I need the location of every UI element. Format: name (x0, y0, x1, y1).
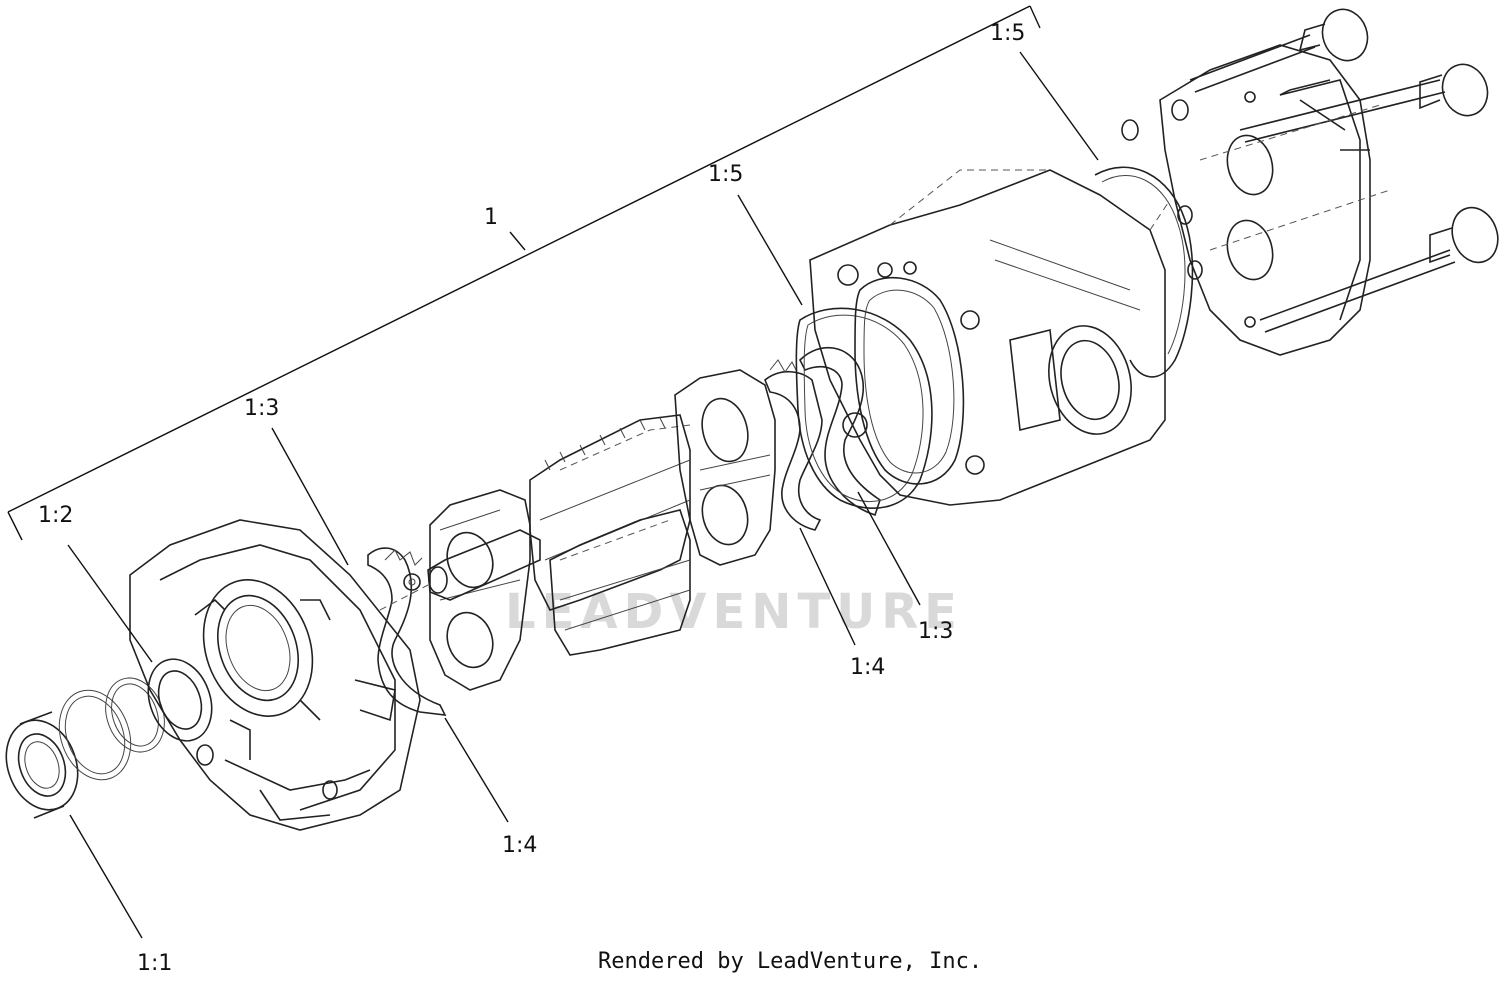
callout-1-3-left: 1:3 (244, 396, 279, 421)
bolt-group (1121, 8, 1499, 333)
pump-body-part (809, 169, 1171, 506)
callout-1-4-left: 1:4 (502, 833, 537, 858)
retaining-ring-part (58, 677, 165, 781)
render-credit: Rendered by LeadVenture, Inc. (598, 949, 982, 974)
drive-gear-part (529, 414, 691, 611)
wear-plate-seal-right (764, 359, 823, 531)
callout-1-4-right: 1:4 (850, 655, 885, 680)
shaft-seal-part (5, 711, 79, 819)
callout-1-3-right: 1:3 (918, 619, 953, 644)
callout-1-5-middle: 1:5 (708, 162, 743, 187)
watermark-text: LEADVENTURE (505, 584, 963, 640)
assembly-bracket (7, 5, 1041, 541)
o-ring-top (1094, 166, 1194, 378)
drive-shaft-part (379, 529, 541, 611)
callout-assembly: 1 (484, 205, 498, 230)
end-cover-part (1159, 44, 1371, 356)
callout-labels: 1 1:1 1:2 1:3 1:4 1:4 1:3 1:5 1:5 (38, 21, 1025, 976)
front-cover-part (129, 519, 421, 831)
callout-1-1: 1:1 (137, 951, 172, 976)
gear-seal-right (799, 346, 881, 517)
driven-gear-part (549, 509, 691, 656)
o-ring-middle (795, 307, 933, 509)
callout-1-2: 1:2 (38, 503, 73, 528)
bearing-seal-part (147, 658, 213, 742)
leader-lines (67, 51, 1099, 939)
wear-plate-seal-left (367, 547, 447, 716)
bushing-block-left (429, 489, 531, 691)
bushing-block-right (674, 369, 776, 566)
callout-1-5-top: 1:5 (990, 21, 1025, 46)
